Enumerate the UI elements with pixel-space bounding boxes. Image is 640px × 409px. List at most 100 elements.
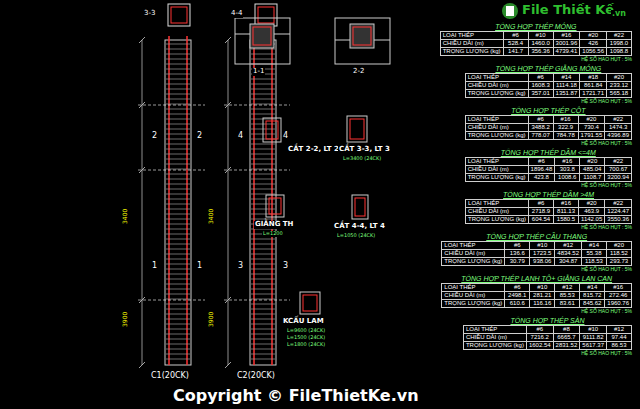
table-cell: LOẠI THÉP — [466, 158, 528, 165]
table-cell: #6 — [529, 74, 553, 81]
table-cell: #22 — [605, 200, 631, 207]
callout-number: 1 — [151, 262, 158, 271]
table-title: TỔNG HỢP THÉP MÓNG — [440, 22, 632, 31]
section-title: KCẤU LAM — [282, 318, 325, 326]
table-cell: 9111.82 — [580, 334, 606, 341]
table-cell: #6 — [504, 32, 528, 39]
table-cell: LOẠI THÉP — [464, 326, 526, 333]
steel-table: TỔNG HỢP THÉP GIẰNG MÓNGLOẠI THÉP#6#14#1… — [465, 64, 632, 105]
table-cell: LOẠI THÉP — [442, 284, 504, 291]
steel-table: TỔNG HỢP THÉP MÓNGLOẠI THÉP#6#10#16#20#2… — [440, 22, 632, 63]
table-cell: 1896.48 — [529, 166, 555, 173]
table-cell: CHIỀU DÀI (m) — [464, 334, 526, 341]
table-cell: 784.78 — [554, 132, 578, 139]
table-cell: 272.46 — [605, 292, 631, 299]
table-cell: LOẠI THÉP — [466, 116, 528, 123]
table-cell: 233.12 — [607, 82, 631, 89]
table-cell: CHIỀU DÀI (m) — [466, 208, 528, 215]
section-detail — [235, 18, 390, 64]
table-cell: 83.61 — [555, 300, 579, 307]
table-cell: #22 — [605, 116, 631, 123]
callout-number: 4 — [237, 132, 244, 141]
dimension: 3900 — [122, 311, 129, 328]
table-title: TỔNG HỢP THÉP SÀN — [463, 316, 632, 325]
table-cell: CHIỀU DÀI (m) — [442, 292, 504, 299]
table-cell: 426 — [580, 40, 606, 47]
table-cell: 356.36 — [529, 48, 553, 55]
table-cell: #20 — [580, 158, 604, 165]
table-cell: 118.53 — [582, 258, 606, 265]
steel-table: TỔNG HỢP THÉP CẦU THANGLOẠI THÉP#6#10#12… — [441, 232, 632, 273]
length-note: L=9600 (24CK) — [286, 328, 326, 334]
table-cell: 1998.0 — [607, 40, 631, 47]
dimension: 3400 — [122, 208, 129, 225]
table-cell: 610.6 — [505, 300, 529, 307]
table-title: TỔNG HỢP THÉP DẦM >4M — [465, 190, 632, 199]
steel-table: TỔNG HỢP THÉP DẦM >4MLOẠI THÉP#6#16#20#2… — [465, 190, 632, 231]
table-title: TỔNG HỢP THÉP CẦU THANG — [441, 232, 632, 241]
table-cell: 565.18 — [607, 90, 631, 97]
callout-number: 2 — [196, 132, 203, 141]
table-grid: LOẠI THÉP#6#10#16#20#22CHIỀU DÀI (m)528.… — [440, 31, 632, 56]
table-cell: 778.07 — [529, 132, 553, 139]
steel-table: TỔNG HỢP THÉP SÀNLOẠI THÉP#6#8#10#12CHIỀ… — [463, 316, 632, 357]
table-cell: #12 — [555, 242, 581, 249]
table-note: HỆ SỐ HAO HỤT : 5% — [441, 266, 632, 273]
column-c1 — [142, 36, 191, 365]
table-cell: TRỌNG LƯỢNG (kg) — [442, 300, 504, 307]
table-note: HỆ SỐ HAO HỤT : 5% — [441, 308, 632, 315]
table-cell: 528.4 — [504, 40, 528, 47]
table-cell: 1114.18 — [554, 82, 580, 89]
table-cell: 1474.3 — [605, 124, 631, 131]
table-cell: 485.04 — [580, 166, 604, 173]
table-cell: 303.8 — [555, 166, 579, 173]
table-cell: 3550.36 — [605, 216, 631, 223]
table-cell: #6 — [505, 242, 529, 249]
table-cell: 136.6 — [505, 250, 529, 257]
table-cell: 861.84 — [580, 82, 606, 89]
table-cell: 97.44 — [607, 334, 631, 341]
table-title: TỔNG HỢP THÉP CỘT — [465, 106, 632, 115]
table-cell: #6 — [529, 200, 553, 207]
table-cell: 1098.8 — [607, 48, 631, 55]
table-cell: #12 — [607, 326, 631, 333]
table-cell: #20 — [580, 32, 606, 39]
table-cell: 1723.5 — [530, 250, 554, 257]
table-cell: #16 — [554, 32, 580, 39]
column-name: C1(20CK) — [150, 372, 190, 381]
table-cell: 1460.0 — [529, 40, 553, 47]
table-cell: 6665.7 — [554, 334, 580, 341]
table-cell: 55.38 — [582, 250, 606, 257]
section-name: 3-3 — [143, 10, 156, 18]
length-note: L=1800 (24CK) — [286, 342, 326, 348]
table-cell: 1791.55 — [579, 132, 605, 139]
table-cell: 1721.71 — [580, 90, 606, 97]
table-cell: #6 — [529, 116, 553, 123]
table-grid: LOẠI THÉP#6#16#20#22CHIỀU DÀI (m)2718.98… — [465, 199, 632, 224]
table-cell: LOẠI THÉP — [442, 242, 504, 249]
table-cell: #16 — [554, 116, 578, 123]
table-cell: 1608.3 — [529, 82, 553, 89]
table-cell: 116.16 — [530, 300, 554, 307]
table-cell: 938.06 — [530, 258, 554, 265]
table-note: HỆ SỐ HAO HỤT : 5% — [465, 182, 632, 189]
table-note: HỆ SỐ HAO HỤT : 5% — [465, 98, 632, 105]
dimension: 3400 — [208, 208, 215, 225]
table-cell: 845.62 — [580, 300, 604, 307]
table-cell: #20 — [607, 74, 631, 81]
callout-number: 3 — [282, 262, 289, 271]
length-note: L=3400 (24CK) — [342, 156, 382, 162]
table-title: TỔNG HỢP THÉP DẦM <=4M — [465, 148, 632, 157]
steel-table: TỔNG HỢP THÉP DẦM <=4MLOẠI THÉP#6#16#20#… — [465, 148, 632, 189]
table-cell: 700.67 — [605, 166, 631, 173]
section-name: 2-2 — [352, 68, 365, 76]
table-cell: TRỌNG LƯỢNG (kg) — [441, 48, 503, 55]
table-cell: #14 — [582, 242, 606, 249]
table-cell: 463.9 — [579, 208, 604, 215]
section-title: CẮT 4-4, LT 4 — [333, 223, 386, 231]
table-cell: CHIỀU DÀI (m) — [466, 124, 528, 131]
table-cell: #10 — [529, 32, 553, 39]
table-title: TỔNG HỢP THÉP GIẰNG MÓNG — [465, 64, 632, 73]
table-note: HỆ SỐ HAO HỤT : 5% — [465, 224, 632, 231]
table-cell: #6 — [505, 284, 529, 291]
